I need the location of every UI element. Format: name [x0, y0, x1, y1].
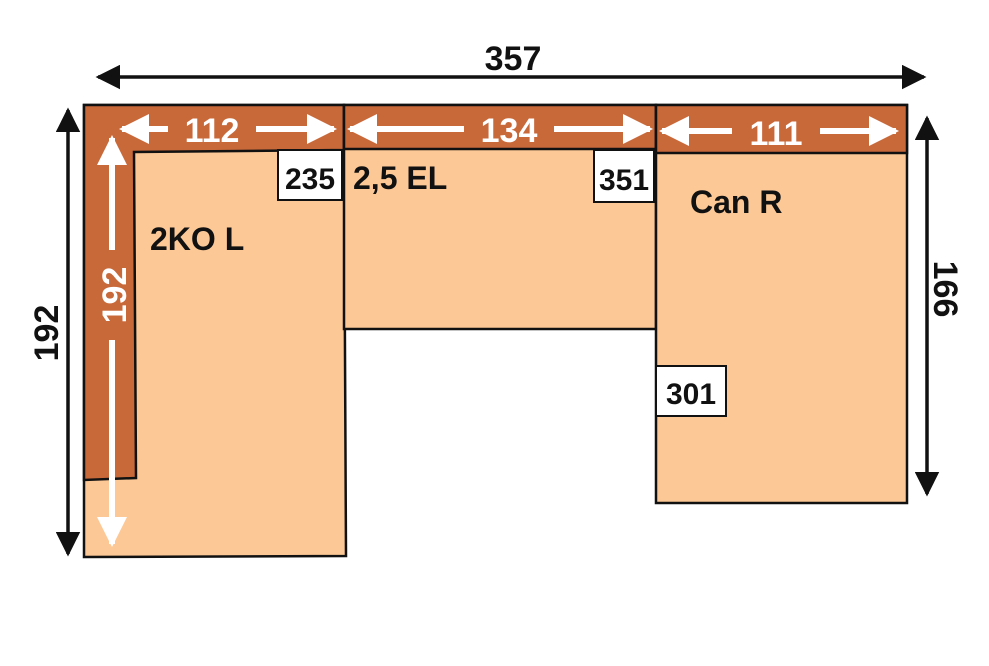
module-right-seat	[654, 103, 909, 505]
module-middle-label: 2,5 EL	[353, 160, 447, 196]
dimension-left-back-width-label: 112	[185, 112, 240, 150]
dimension-middle-back-width-label: 134	[481, 112, 538, 150]
module-middle-code: 351	[599, 164, 649, 197]
dimension-middle-back-width: 134	[347, 112, 653, 150]
dimension-left-height: 192	[28, 107, 81, 557]
dimension-total-width: 357	[95, 40, 927, 90]
dimension-left-side-depth: 192	[96, 135, 134, 547]
module-right	[654, 103, 909, 505]
module-left-label: 2KO L	[150, 221, 244, 257]
dimension-left-height-label: 192	[28, 305, 66, 362]
dimension-right-height-label: 166	[926, 261, 964, 318]
module-right-code-box: 301	[655, 365, 727, 417]
module-right-label: Can R	[690, 184, 782, 220]
dimension-left-side-depth-label: 192	[96, 267, 134, 324]
dimension-right-height: 166	[914, 115, 964, 497]
module-middle-code-box: 351	[593, 149, 655, 203]
dimension-left-back-width: 112	[119, 112, 337, 150]
module-left-code: 235	[285, 163, 335, 196]
module-right-code: 301	[666, 378, 716, 411]
module-left-code-box: 235	[277, 149, 343, 201]
dimension-right-back-width: 111	[659, 115, 899, 153]
dimension-total-width-label: 357	[485, 40, 542, 78]
dimension-right-back-width-label: 111	[750, 115, 803, 153]
